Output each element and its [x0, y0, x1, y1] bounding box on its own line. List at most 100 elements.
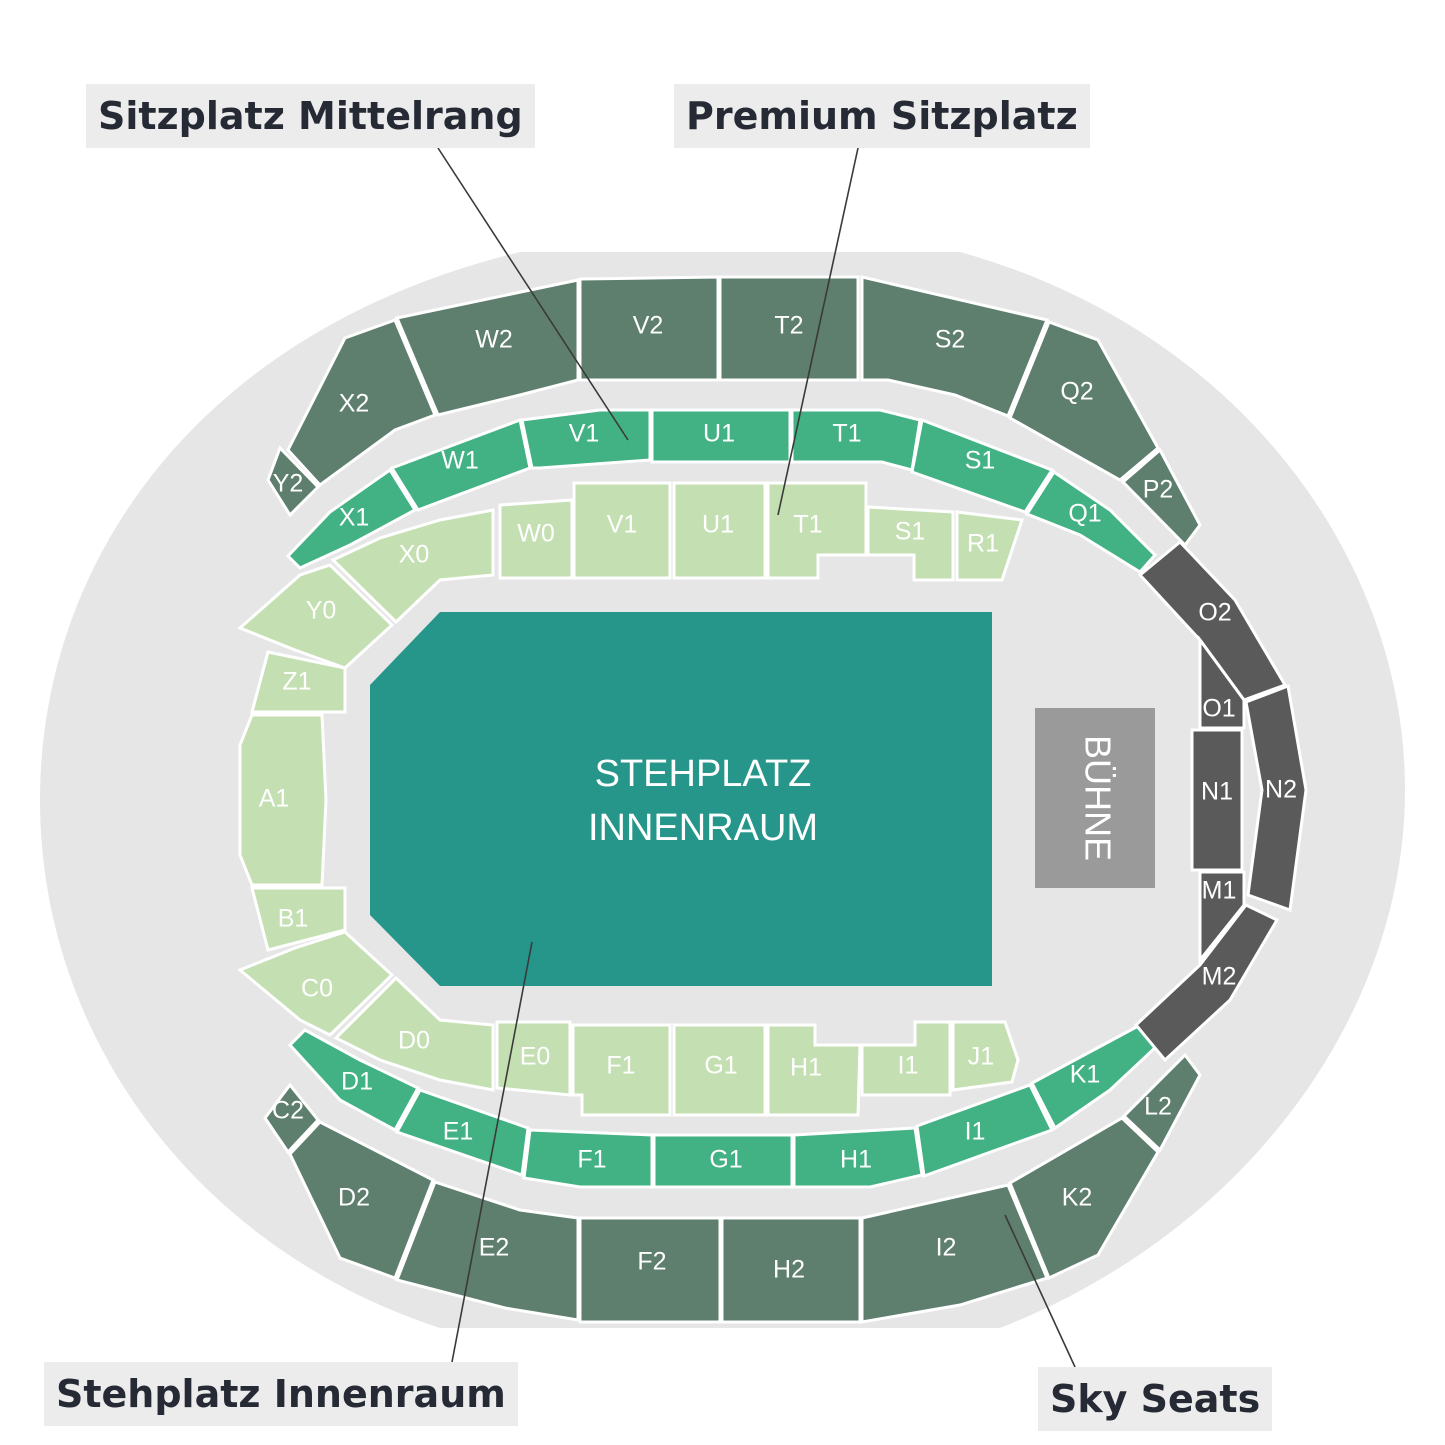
section-m1[interactable]: [1198, 870, 1246, 965]
upper-ring: [263, 275, 1202, 1324]
label-m2: M2: [1202, 963, 1237, 991]
leader-line-mittelrang: [437, 147, 629, 441]
stage: [1035, 708, 1155, 888]
label-i2: I2: [936, 1234, 957, 1262]
label-a1: A1: [259, 785, 290, 813]
label-w1-mid: W1: [441, 447, 479, 475]
label-o2: O2: [1198, 599, 1231, 627]
section-t1-low[interactable]: [766, 481, 868, 580]
section-z1[interactable]: [250, 650, 347, 714]
section-m2[interactable]: [1133, 903, 1280, 1063]
section-n1[interactable]: [1190, 728, 1244, 872]
label-z1: Z1: [282, 668, 311, 696]
section-a1[interactable]: [238, 713, 328, 887]
label-t1-low: T1: [793, 511, 822, 539]
label-u1-low: U1: [702, 511, 734, 539]
label-s1-mid: S1: [965, 447, 996, 475]
section-f2[interactable]: [578, 1216, 722, 1324]
label-k1-mid: K1: [1070, 1061, 1101, 1089]
section-s1-mid[interactable]: [910, 417, 1055, 514]
leader-lines: [437, 147, 1076, 1368]
section-e1-mid[interactable]: [394, 1088, 530, 1178]
label-v1-mid: V1: [569, 420, 600, 448]
section-x2[interactable]: [286, 318, 437, 488]
section-h1-low[interactable]: [766, 1023, 862, 1117]
section-c0[interactable]: [237, 930, 395, 1037]
section-l2[interactable]: [1121, 1052, 1202, 1153]
stage-label: BÜHNE: [1077, 735, 1118, 861]
section-v2[interactable]: [578, 275, 720, 382]
label-s1-low: S1: [895, 518, 926, 546]
section-d2[interactable]: [288, 1120, 435, 1280]
section-w1-mid[interactable]: [389, 417, 532, 512]
section-x1-mid[interactable]: [285, 467, 418, 570]
label-r1: R1: [967, 530, 999, 558]
section-o1[interactable]: [1198, 635, 1246, 730]
section-p2[interactable]: [1120, 447, 1202, 548]
section-s1-low[interactable]: [866, 505, 955, 582]
section-j1[interactable]: [951, 1020, 1020, 1092]
label-m1: M1: [1202, 877, 1237, 905]
section-u1-low[interactable]: [672, 481, 767, 580]
label-i1-low: I1: [898, 1052, 919, 1080]
label-l2: L2: [1144, 1093, 1172, 1121]
section-e2[interactable]: [394, 1180, 580, 1322]
section-s2[interactable]: [860, 275, 1050, 418]
label-e1-mid: E1: [443, 1118, 474, 1146]
section-h2[interactable]: [720, 1216, 862, 1324]
section-w0[interactable]: [498, 498, 574, 580]
label-f1-low: F1: [606, 1052, 635, 1080]
label-c0: C0: [301, 975, 333, 1003]
section-y0[interactable]: [237, 563, 395, 670]
label-f1-mid: F1: [577, 1146, 606, 1174]
callout-sky-seats: Sky Seats: [1038, 1367, 1273, 1431]
label-q2: Q2: [1060, 378, 1093, 406]
label-q1-mid: Q1: [1068, 500, 1101, 528]
section-e0[interactable]: [495, 1020, 572, 1097]
section-g1-low[interactable]: [672, 1023, 767, 1117]
section-f1-mid[interactable]: [522, 1128, 654, 1189]
label-p2: P2: [1143, 476, 1174, 504]
section-q2[interactable]: [1008, 320, 1160, 482]
section-c2[interactable]: [263, 1082, 320, 1155]
label-n2: N2: [1265, 776, 1297, 804]
label-x1-mid: X1: [339, 504, 370, 532]
label-t1-mid: T1: [832, 420, 861, 448]
callout-stehplatz-innenraum: Stehplatz Innenraum: [44, 1362, 518, 1426]
section-g1-mid[interactable]: [652, 1133, 794, 1189]
section-q1-mid[interactable]: [1024, 469, 1158, 574]
section-i1-mid[interactable]: [915, 1083, 1055, 1179]
callout-sitzplatz-mittelrang: Sitzplatz Mittelrang: [86, 84, 535, 148]
label-s2: S2: [935, 326, 966, 354]
label-g1-mid: G1: [709, 1146, 742, 1174]
section-v1-low[interactable]: [572, 481, 672, 580]
section-labels: X2 Y2 W2 V2 T2 S2 Q2 P2 C2 D2 E2 F2 H2 I…: [259, 312, 1297, 1284]
section-f1-low[interactable]: [571, 1023, 672, 1117]
label-d1-mid: D1: [341, 1068, 373, 1096]
label-i1-mid: I1: [965, 1118, 986, 1146]
section-r1[interactable]: [955, 510, 1025, 582]
standing-area-label-line1: STEHPLATZ: [595, 753, 812, 795]
standing-area[interactable]: [370, 612, 992, 986]
section-i1-low[interactable]: [860, 1020, 952, 1097]
callout-premium-sitzplatz: Premium Sitzplatz: [674, 84, 1090, 148]
leader-line-premium: [777, 147, 859, 516]
label-b1: B1: [278, 905, 309, 933]
section-k2[interactable]: [1008, 1116, 1160, 1281]
label-v2: V2: [633, 312, 664, 340]
section-x0[interactable]: [330, 508, 495, 625]
lower-ring: [237, 481, 1025, 1117]
section-y2[interactable]: [266, 445, 321, 518]
label-f2: F2: [637, 1248, 666, 1276]
section-d1-mid[interactable]: [287, 1028, 421, 1133]
section-w2[interactable]: [394, 278, 580, 417]
section-d0[interactable]: [333, 975, 495, 1092]
label-h1-mid: H1: [840, 1146, 872, 1174]
section-h1-mid[interactable]: [792, 1126, 924, 1189]
section-n2[interactable]: [1244, 683, 1308, 913]
label-h1-low: H1: [790, 1054, 822, 1082]
section-k1-mid[interactable]: [1029, 1023, 1161, 1131]
label-h2: H2: [773, 1256, 805, 1284]
section-b1[interactable]: [250, 886, 347, 952]
section-i2[interactable]: [860, 1183, 1050, 1324]
